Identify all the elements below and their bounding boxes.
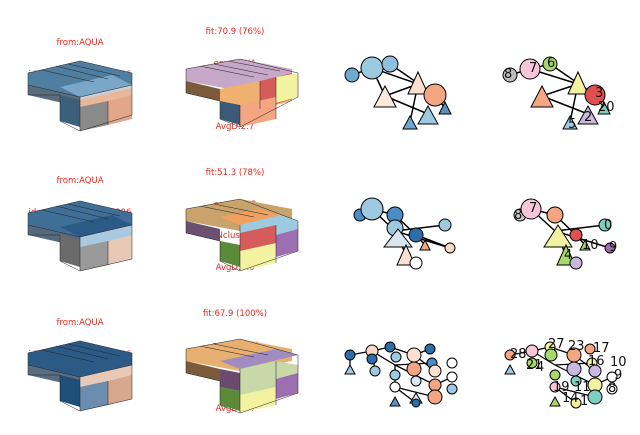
graph-1-b-label-6: 20: [598, 100, 615, 115]
graph-1-a: [344, 55, 452, 130]
graph-3-b-label-1: 27: [548, 337, 565, 352]
graph-1-b-label-1: 8: [504, 67, 512, 82]
graph-1-b-label-3: 6: [547, 56, 555, 71]
mid-title-3-line-1: fit:67.9 (100%): [202, 309, 268, 319]
graph-1-b-label-2: 7: [529, 61, 537, 76]
graph-3-b-label-3: 17: [593, 341, 610, 356]
left-title-2-line-1: from:AQUA: [56, 176, 104, 186]
graph-1-b-label-5: 5: [568, 117, 576, 132]
mid-title-1-line-4: AvgD:2.7: [215, 121, 255, 132]
graph-3-b: 27 23 17 28 16 10 21 9 19 11 8 14 1 4: [504, 337, 627, 409]
mid-title-2-line-4: AvgD:3.6: [215, 262, 255, 273]
graph-3-b-label-13: 1: [580, 394, 588, 409]
graph-3-b-label-10: 11: [574, 380, 591, 395]
voxel-shape-1-left: [27, 60, 133, 132]
graph-3-b-label-2: 23: [568, 339, 585, 354]
graph-1-b-label-7: 2: [584, 110, 592, 125]
voxel-shape-2-mid: [185, 198, 299, 272]
graph-3-b-label-14: 4: [536, 360, 544, 375]
graph-1-b: 8 7 6 3 5 20 2: [502, 56, 615, 132]
graph-1-b-label-4: 3: [595, 86, 603, 101]
graph-3-b-label-7: 21: [526, 358, 543, 373]
left-title-1-line-1: from:AQUA: [56, 38, 104, 48]
left-title-3-line-1: from:AQUA: [56, 318, 104, 328]
graph-3-b-label-5: 16: [588, 354, 605, 369]
graph-2-b-label-6: 4: [564, 248, 572, 263]
graph-2-b-label-3: 0: [604, 218, 612, 233]
graph-2-b: 7 8 0 10 9 4: [513, 198, 617, 270]
graph-3-b-label-11: 8: [608, 381, 616, 396]
graph-2-b-label-1: 7: [529, 201, 537, 216]
voxel-shape-1-mid: [185, 58, 299, 128]
graph-3-b-label-8: 9: [614, 368, 622, 383]
graph-2-b-label-2: 8: [514, 208, 522, 223]
graph-2-b-label-4: 10: [582, 238, 599, 253]
voxel-shape-3-left: [27, 340, 133, 412]
graph-3-b-label-9: 19: [553, 380, 570, 395]
voxel-shape-2-left: [27, 200, 133, 272]
graph-3-b-label-4: 28: [510, 347, 527, 362]
mid-title-2-line-3: Nclus:11: [216, 231, 254, 241]
mid-title-2-line-1: fit:51.3 (78%): [205, 168, 265, 178]
graph-3-b-label-6: 10: [610, 355, 627, 370]
graph-3-b-label-12: 14: [562, 391, 579, 406]
mid-title-1-line-1: fit:70.9 (76%): [205, 27, 265, 37]
graph-3-a: [344, 341, 458, 408]
voxel-shape-3-mid: [185, 338, 299, 414]
graph-2-b-label-5: 9: [609, 240, 617, 255]
graph-2-a: [353, 197, 456, 270]
